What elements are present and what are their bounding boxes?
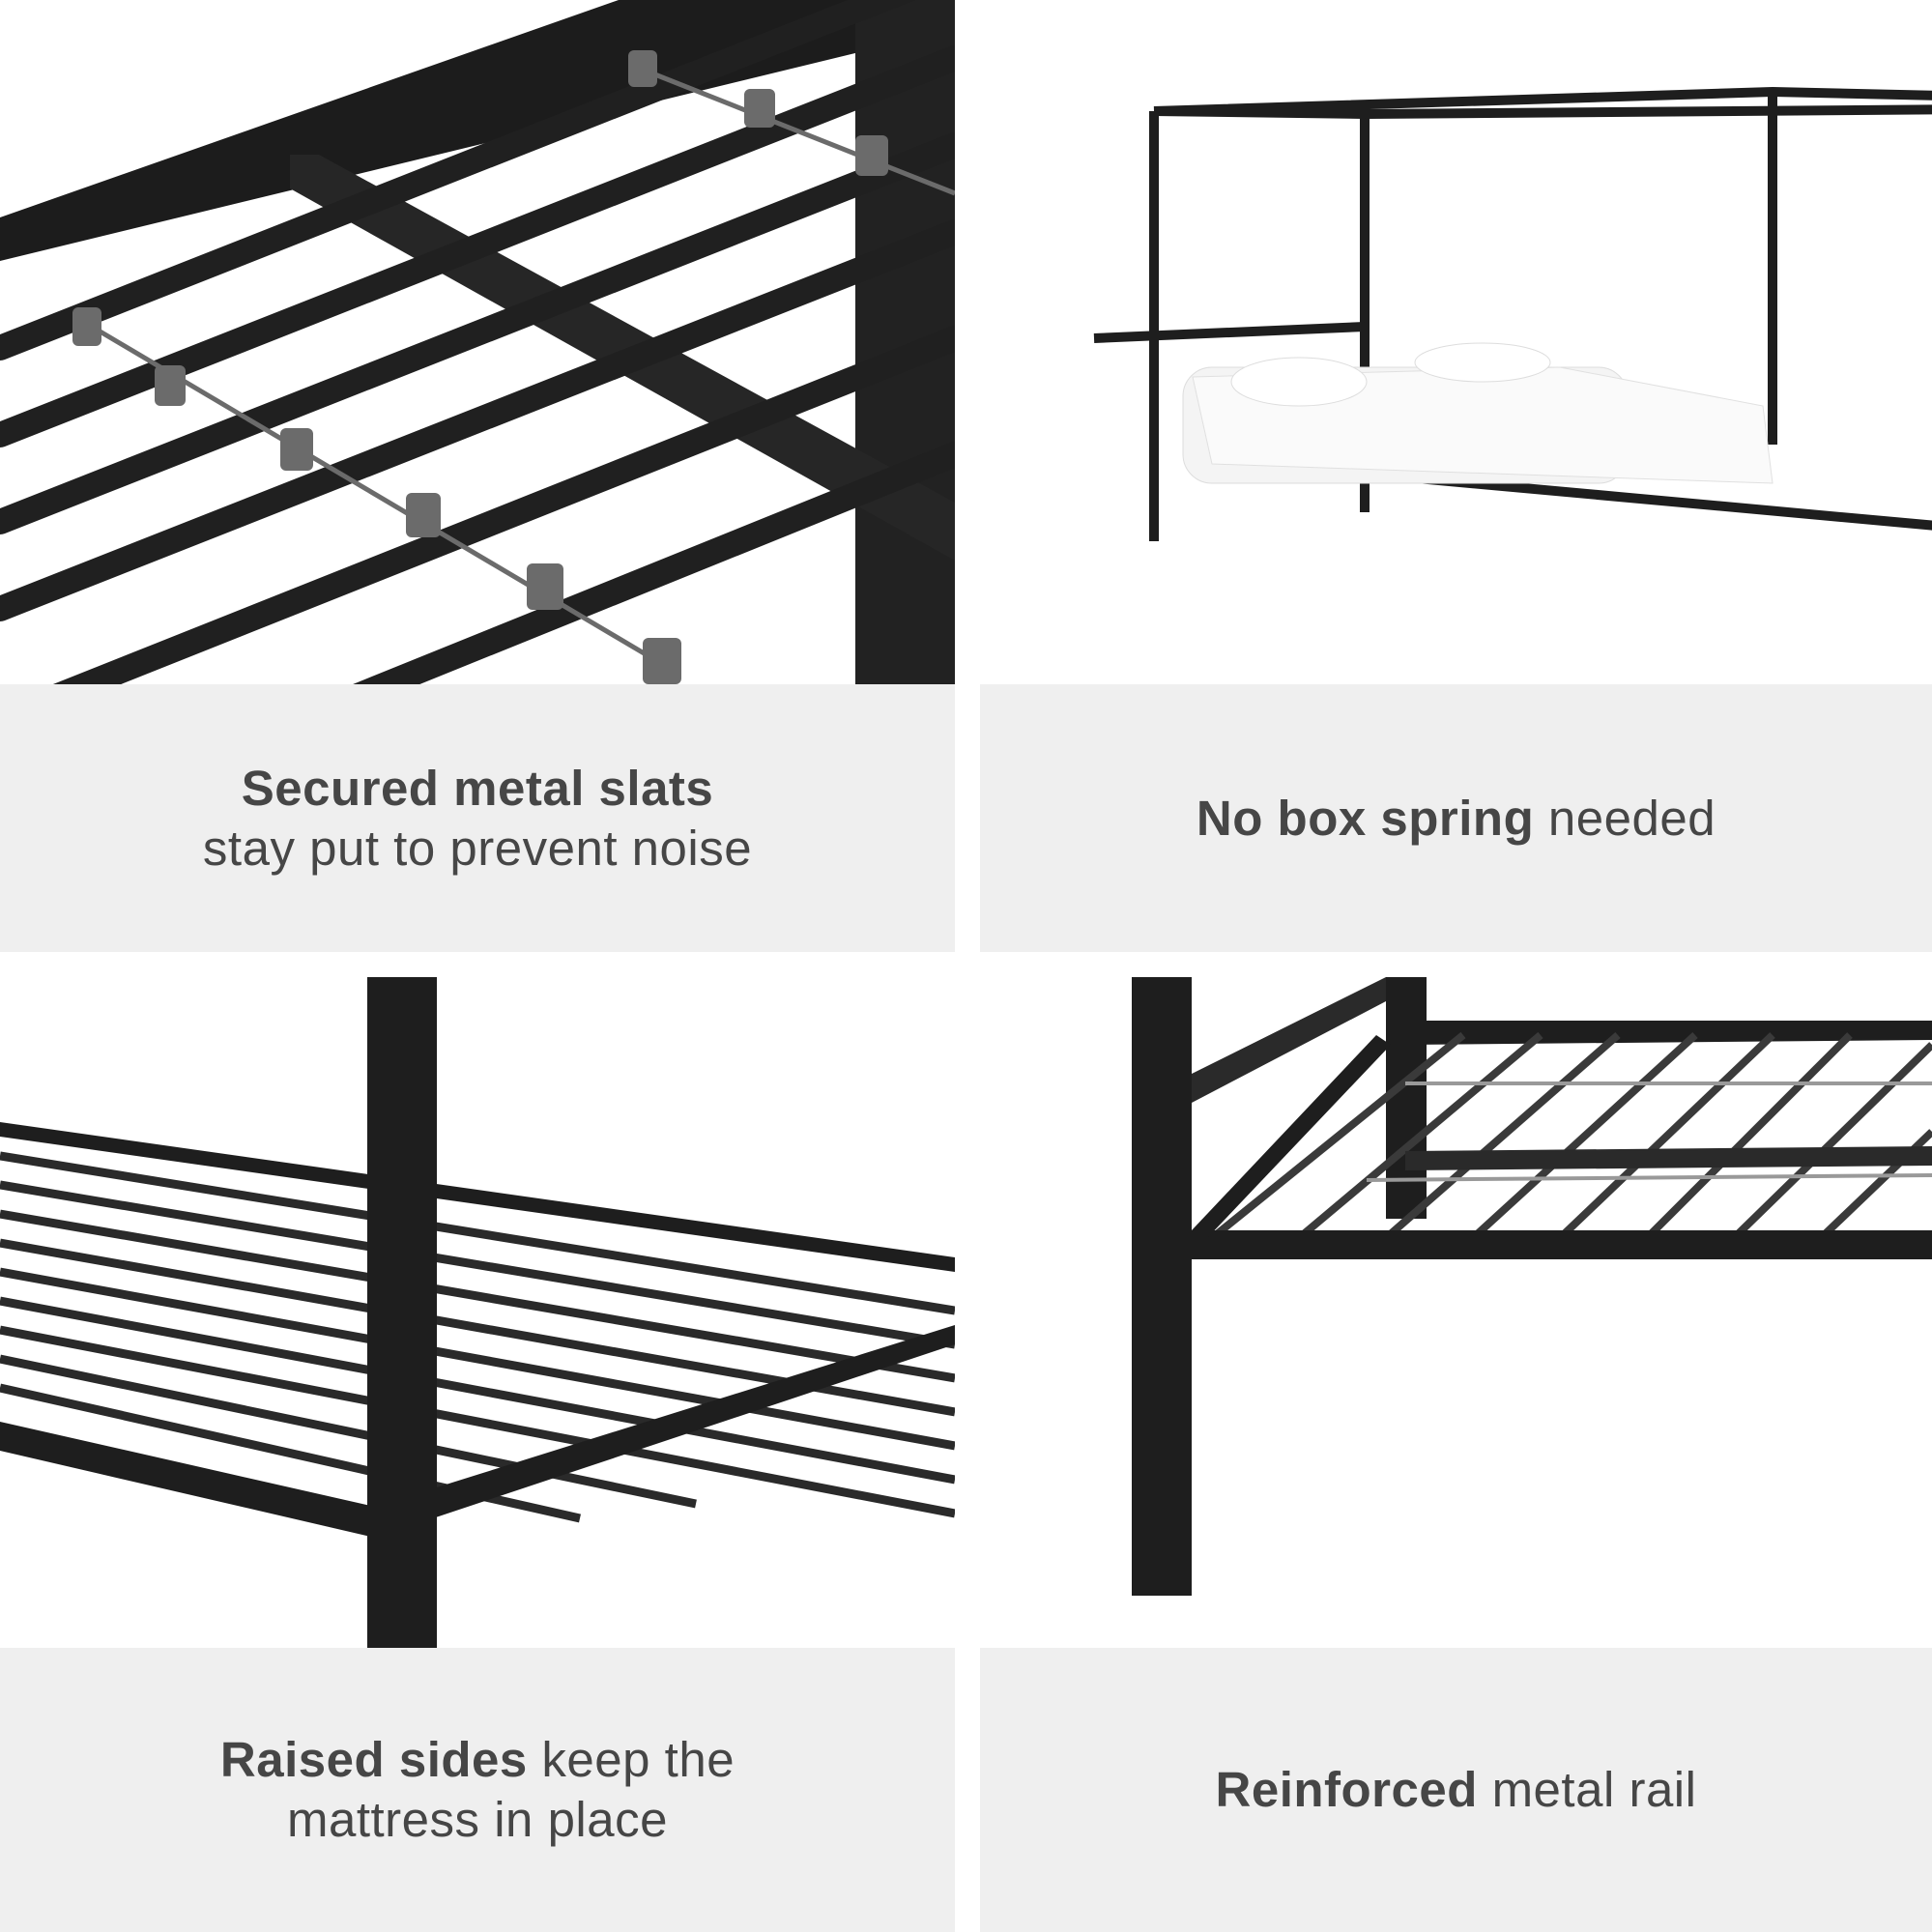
raised-sides-illustration	[0, 977, 955, 1648]
feature-box-spring-bold: No box spring	[1196, 790, 1535, 846]
feature-slats-line1: Secured metal slats	[242, 759, 714, 819]
feature-raised-sides-bold: Raised sides	[219, 1732, 528, 1787]
canopy-bed-illustration	[1093, 86, 1932, 541]
feature-raised-sides-rest: keep the	[527, 1732, 735, 1787]
feature-raised-sides-line1: Raised sides keep the	[220, 1730, 735, 1790]
feature-box-spring-line1: No box spring needed	[1197, 789, 1716, 849]
raised-sides-image	[0, 977, 955, 1648]
feature-rail-bold: Reinforced	[1215, 1762, 1478, 1817]
slats-closeup-image	[0, 0, 955, 684]
feature-panel-slats: Secured metal slats stay put to prevent …	[0, 684, 955, 952]
feature-slats-line2: stay put to prevent noise	[202, 820, 753, 876]
feature-panel-reinforced-rail: Reinforced metal rail	[980, 1648, 1932, 1932]
feature-raised-sides-line2: mattress in place	[287, 1792, 668, 1847]
feature-panel-raised-sides: Raised sides keep the mattress in place	[0, 1648, 955, 1932]
reinforced-rail-illustration	[1132, 977, 1932, 1596]
canopy-bed-image	[980, 0, 1932, 684]
feature-slats-bold: Secured metal slats	[241, 760, 714, 816]
feature-panel-box-spring: No box spring needed	[980, 684, 1932, 952]
slats-illustration	[0, 0, 955, 684]
feature-box-spring-rest: needed	[1534, 790, 1716, 846]
feature-rail-rest: metal rail	[1477, 1762, 1697, 1817]
reinforced-rail-image	[980, 977, 1932, 1648]
feature-rail-line1: Reinforced metal rail	[1216, 1760, 1697, 1820]
